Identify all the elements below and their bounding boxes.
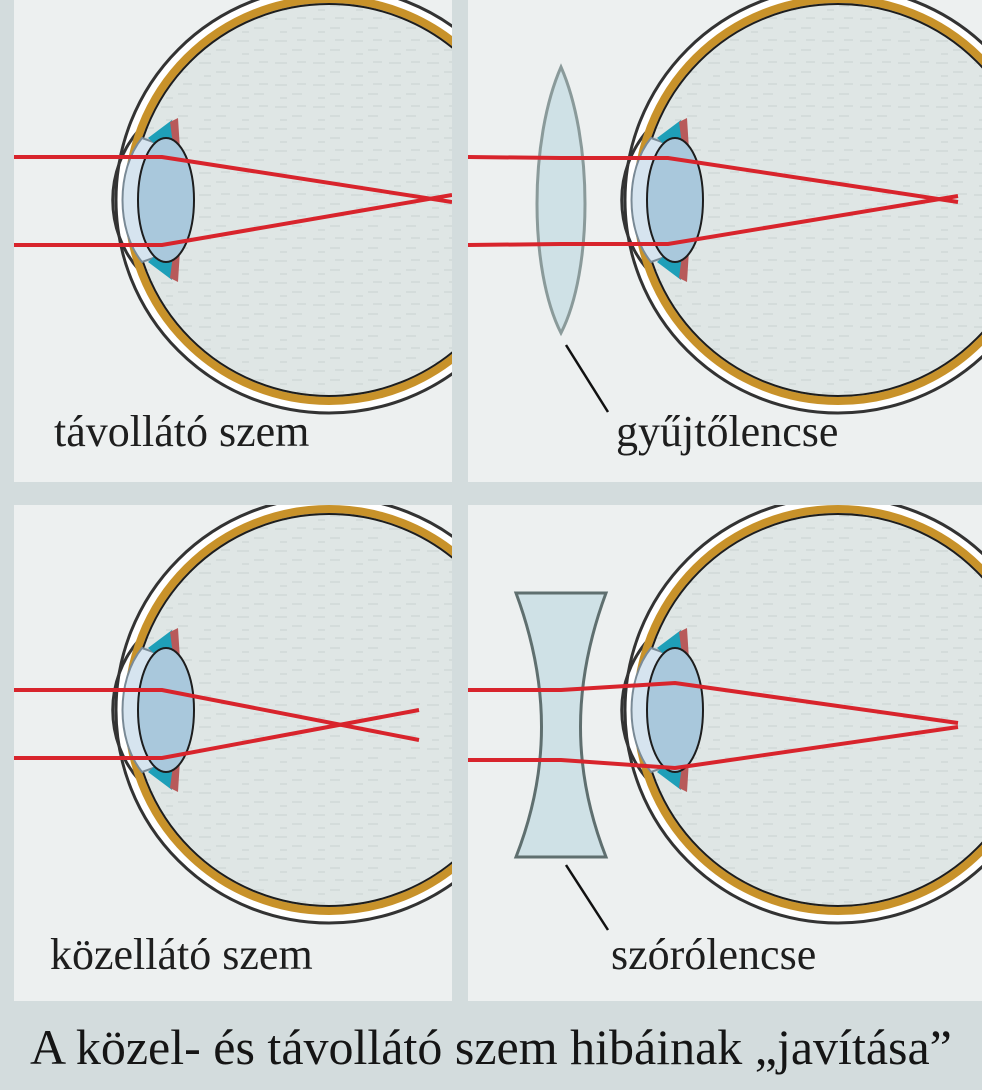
panel-diverging-lens: szórólencse [468,505,982,1001]
figure-caption: A közel- és távollátó szem hibáinak „jav… [30,1022,952,1072]
panel-converging-lens: gyűjtőlencse [468,0,982,482]
converging-lens [537,67,585,333]
lens-pointer-line [566,345,608,412]
myopic-eye-diagram [14,505,452,1001]
panel-myopic-eye: közellátó szem [14,505,452,1001]
eye-illustration [622,505,982,923]
hyperopic-eye-label: távollátó szem [54,410,309,454]
eye-illustration [113,0,452,413]
panel-hyperopic-eye: távollátó szem [14,0,452,482]
diverging-lens [516,593,606,857]
lens-pointer-line [566,865,608,930]
myopic-eye-label: közellátó szem [50,933,313,977]
eye-illustration [622,0,982,413]
diverging-lens-diagram [468,505,982,1001]
diverging-lens-label: szórólencse [611,933,816,977]
converging-lens-label: gyűjtőlencse [616,410,838,454]
